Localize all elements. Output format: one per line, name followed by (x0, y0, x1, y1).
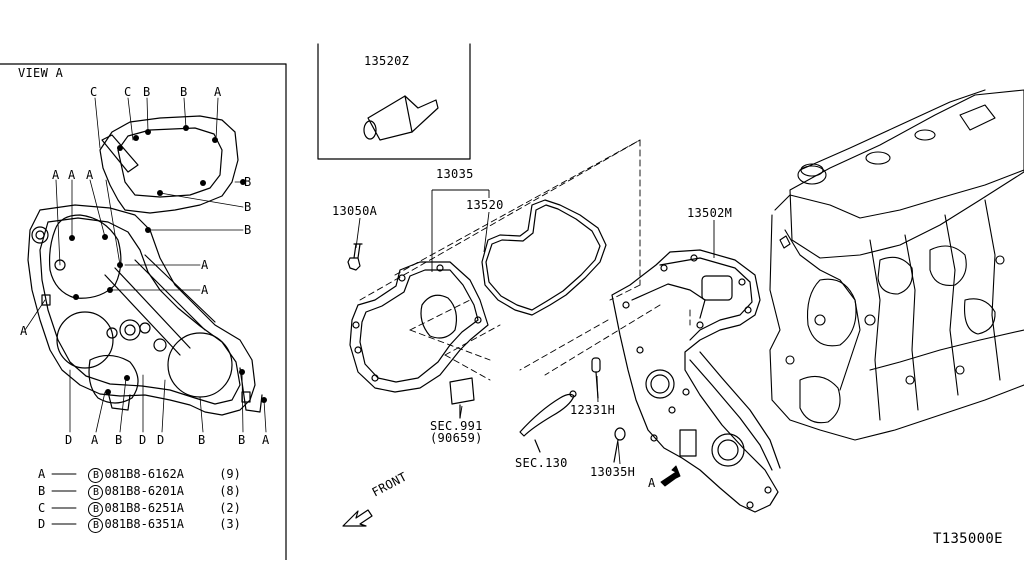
bolt-13050a (347, 243, 363, 271)
view-a-letter: A (91, 433, 99, 447)
view-a-letter: B (238, 433, 246, 447)
legend-quantity: (9) (219, 467, 241, 481)
part-label-sec991: SEC.991 (430, 419, 483, 433)
view-a-frame (0, 63, 287, 561)
engine-block (769, 89, 1024, 441)
front-cover-13035 (349, 261, 489, 393)
view-a-letter: A (201, 258, 209, 272)
part-label-13520z: 13520Z (364, 54, 410, 68)
view-a-letter: B (180, 85, 188, 99)
part-label-12331h: 12331H (570, 403, 616, 417)
legend-part-number: 081B8-6201A (104, 484, 184, 498)
part-label-13520: 13520 (466, 198, 504, 212)
gasket-13520 (481, 199, 607, 316)
view-a-letter: A (262, 433, 270, 447)
legend-key: C (38, 501, 46, 515)
view-a-letter: C (124, 85, 132, 99)
view-a-letter: A (68, 168, 76, 182)
legend-part-number: 081B8-6162A (104, 467, 184, 481)
legend-quantity: (2) (219, 501, 241, 515)
view-a-letter: B (198, 433, 206, 447)
part-label-13502m: 13502M (687, 206, 733, 220)
view-a-letter: A (214, 85, 222, 99)
view-a-leaders (24, 97, 267, 433)
plug-13035h (613, 427, 626, 463)
view-a-title: VIEW A (18, 66, 64, 80)
part-label-13035h: 13035H (590, 465, 636, 479)
view-a-letter: B (115, 433, 123, 447)
legend-quantity: (8) (219, 484, 241, 498)
view-a-letter: C (90, 85, 98, 99)
timing-case-13502m (611, 249, 781, 513)
part-label-13050a: 13050A (332, 204, 378, 218)
view-a-letter: B (244, 175, 252, 189)
diagram-id: T135000E (933, 531, 1003, 547)
view-a-arrow (660, 465, 681, 487)
view-a-letter: A (86, 168, 94, 182)
view-a-bolts (69, 125, 267, 403)
legend-key: A (38, 467, 46, 481)
view-a-letter: A (52, 168, 60, 182)
13520z-box (317, 43, 471, 160)
front-arrow (342, 509, 373, 527)
view-a-letter: B (244, 223, 252, 237)
legend-lines (51, 473, 77, 525)
bolt-mark-icon: B (88, 518, 104, 533)
view-a-cover-outline (27, 115, 263, 416)
view-a-letter: A (201, 283, 209, 297)
legend-part-number: 081B8-6351A (104, 517, 184, 531)
view-a-letter: D (65, 433, 73, 447)
view-a-letter: B (244, 200, 252, 214)
bolt-mark-icon: B (88, 485, 104, 500)
view-a-letter: A (20, 324, 28, 338)
part-label-sec130: SEC.130 (515, 456, 568, 470)
part-label-sec991-sub: (90659) (430, 431, 483, 445)
legend-key: B (38, 484, 46, 498)
view-a-letter: B (143, 85, 151, 99)
view-a-letter: D (157, 433, 165, 447)
part-label-13035: 13035 (436, 167, 474, 181)
sec130-part (519, 390, 577, 453)
bolt-mark-icon: B (88, 468, 104, 483)
legend-quantity: (3) (219, 517, 241, 531)
view-a-marker-label: A (648, 476, 656, 490)
bolt-mark-icon: B (88, 502, 104, 517)
legend-part-number: 081B8-6251A (104, 501, 184, 515)
legend-key: D (38, 517, 46, 531)
view-a-letter: D (139, 433, 147, 447)
